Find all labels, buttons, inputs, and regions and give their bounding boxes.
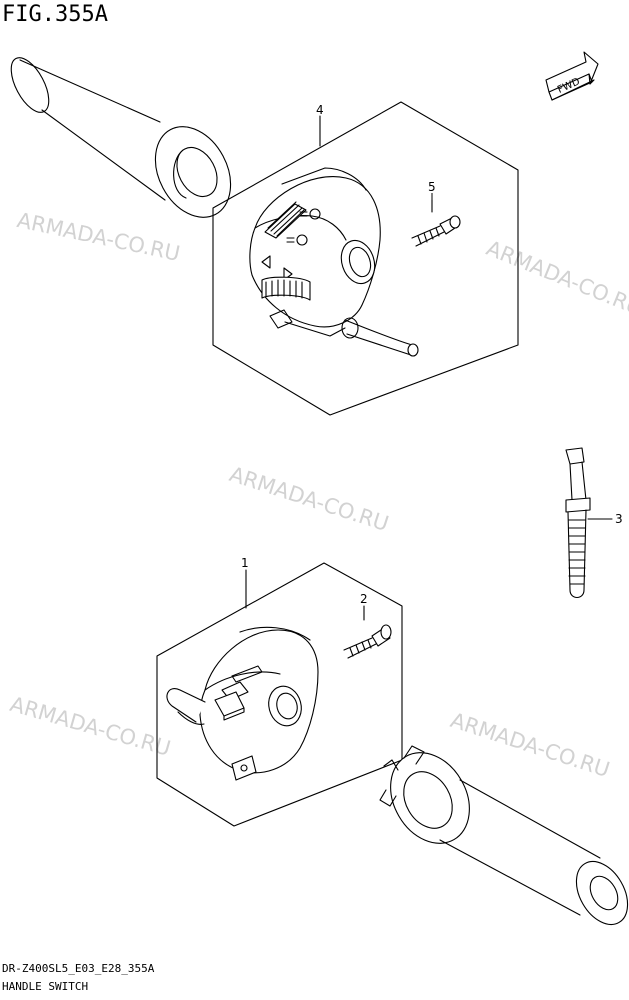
- assembly-box-4: [212, 101, 519, 416]
- callout-part-4: 4: [316, 103, 324, 117]
- figure-code: DR-Z400SL5_E03_E28_355A: [2, 962, 155, 975]
- callout-part-1: 1: [241, 556, 249, 570]
- cable-tie-part-3: [565, 447, 613, 599]
- throttle-grip: [379, 745, 629, 925]
- left-handlebar-switch: [166, 626, 319, 781]
- screw-part-5: [411, 199, 461, 247]
- left-grip: [10, 57, 232, 218]
- screw-part-2: [343, 605, 392, 659]
- callout-part-2: 2: [360, 592, 368, 606]
- figure-title: FIG.355A: [2, 2, 108, 27]
- figure-name: HANDLE SWITCH: [2, 980, 89, 993]
- right-handlebar-switch: [249, 167, 419, 357]
- fwd-arrow-icon: [545, 51, 599, 101]
- callout-part-3: 3: [615, 512, 623, 526]
- callout-part-5: 5: [428, 180, 436, 194]
